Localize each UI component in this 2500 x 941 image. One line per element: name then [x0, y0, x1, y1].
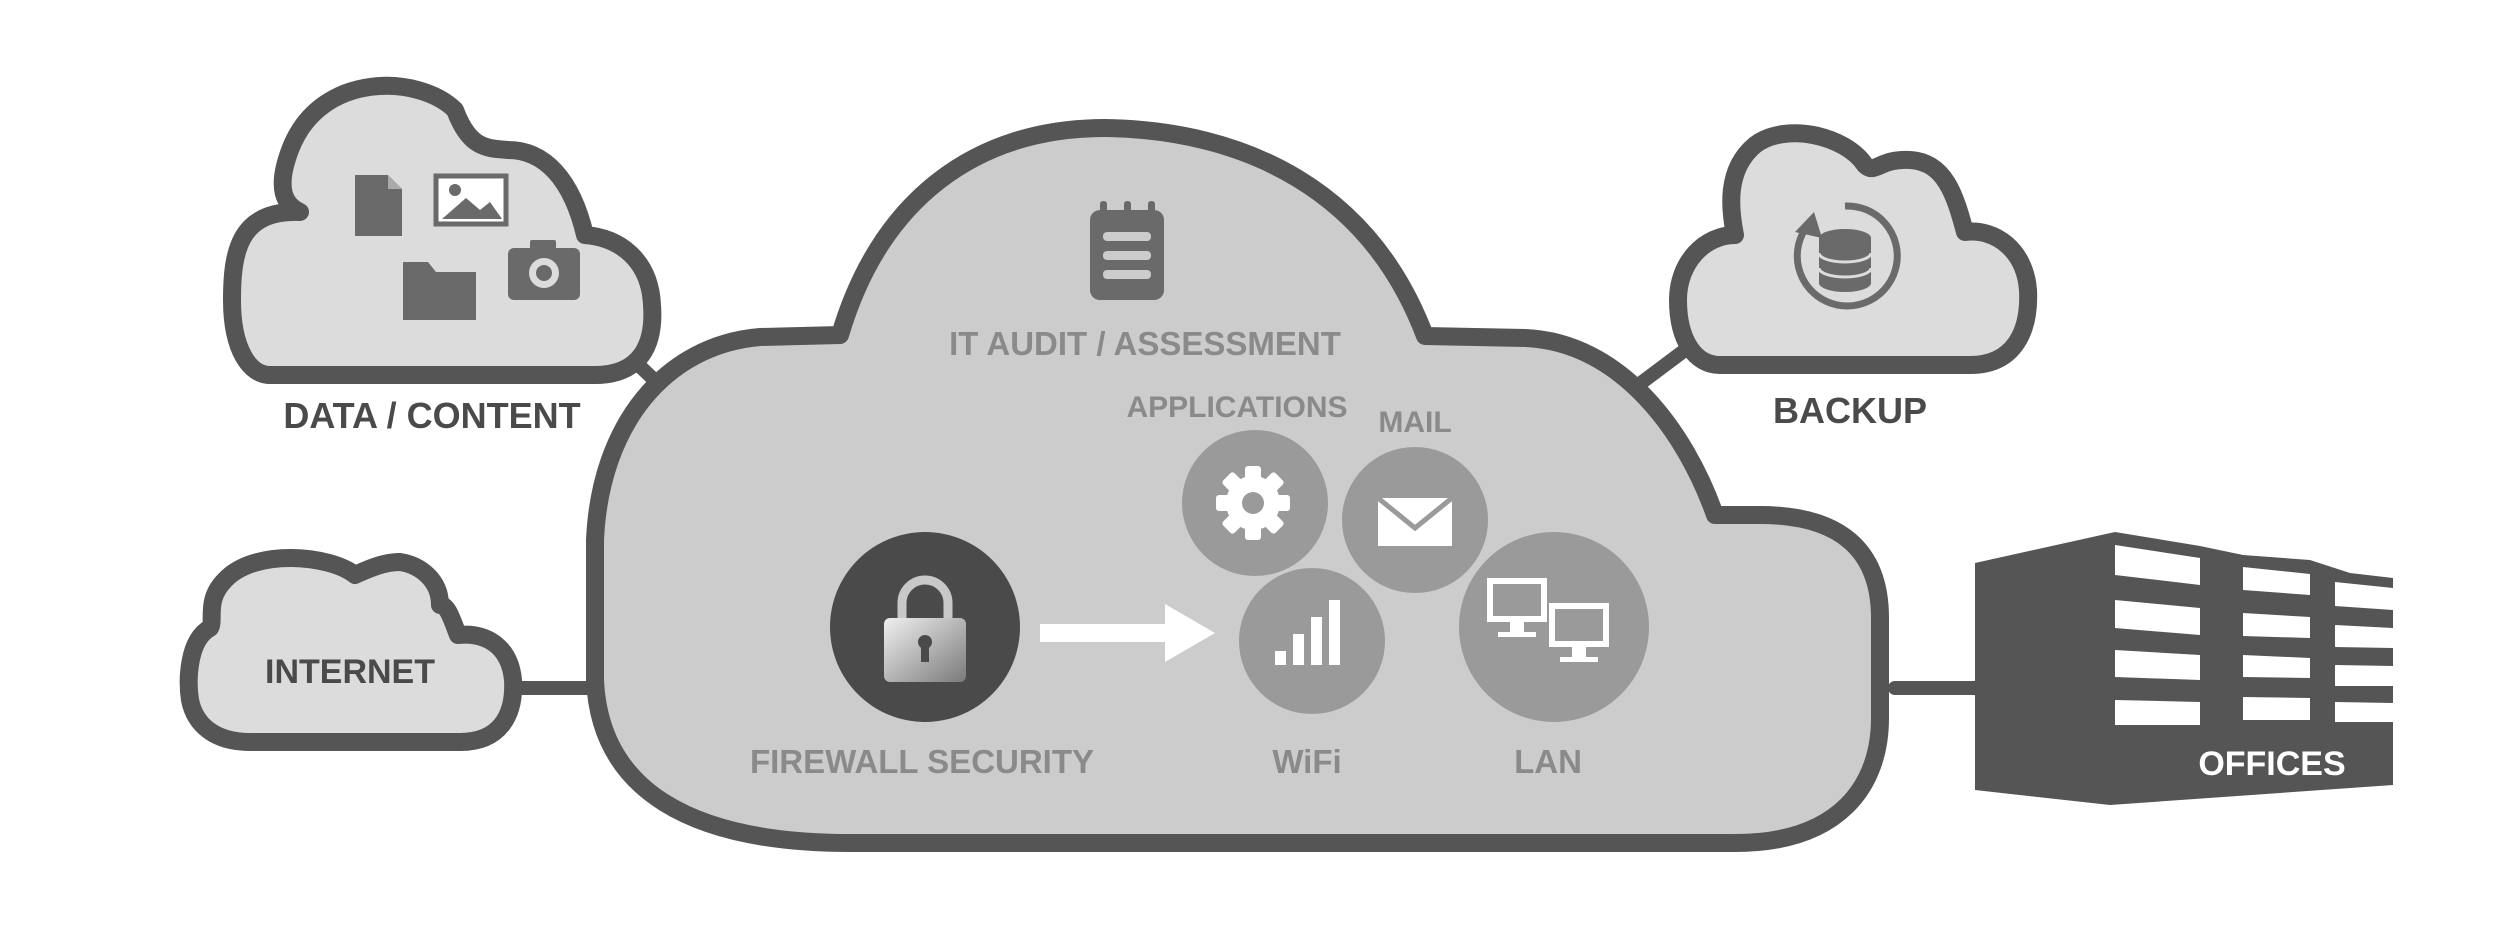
mail-icon [1376, 496, 1454, 546]
audit-label: IT AUDIT / ASSESSMENT [949, 325, 1341, 362]
wifi-signal-icon [1275, 600, 1340, 665]
notepad-icon [1090, 201, 1164, 300]
internet-cloud [179, 549, 523, 751]
data-content-icons [355, 173, 580, 320]
internet-label: INTERNET [265, 653, 435, 691]
lan-circle [1459, 532, 1649, 722]
lock-icon [884, 575, 966, 682]
camera-icon [508, 240, 580, 300]
image-icon [433, 173, 509, 227]
document-icon [355, 175, 402, 236]
folder-icon [403, 262, 476, 320]
backup-label: BACKUP [1773, 390, 1927, 431]
applications-circle [1182, 430, 1328, 576]
building-icon [1975, 532, 2393, 805]
firewall-label: FIREWALL SECURITY [750, 743, 1094, 780]
mail-circle [1342, 447, 1488, 593]
applications-label: APPLICATIONS [1126, 391, 1347, 424]
offices-label: OFFICES [2198, 745, 2345, 783]
gear-icon [1216, 466, 1290, 540]
wifi-label: WiFi [1272, 743, 1341, 780]
data-content-label: DATA / CONTENT [283, 395, 580, 436]
data-content-cloud [223, 76, 662, 384]
mail-label: MAIL [1378, 406, 1451, 439]
arrow-icon [1040, 604, 1215, 662]
lan-label: LAN [1514, 743, 1582, 780]
wifi-circle [1239, 568, 1385, 714]
monitors-icon [1487, 578, 1609, 662]
database-backup-icon [1793, 202, 1901, 310]
firewall-circle [830, 532, 1020, 722]
